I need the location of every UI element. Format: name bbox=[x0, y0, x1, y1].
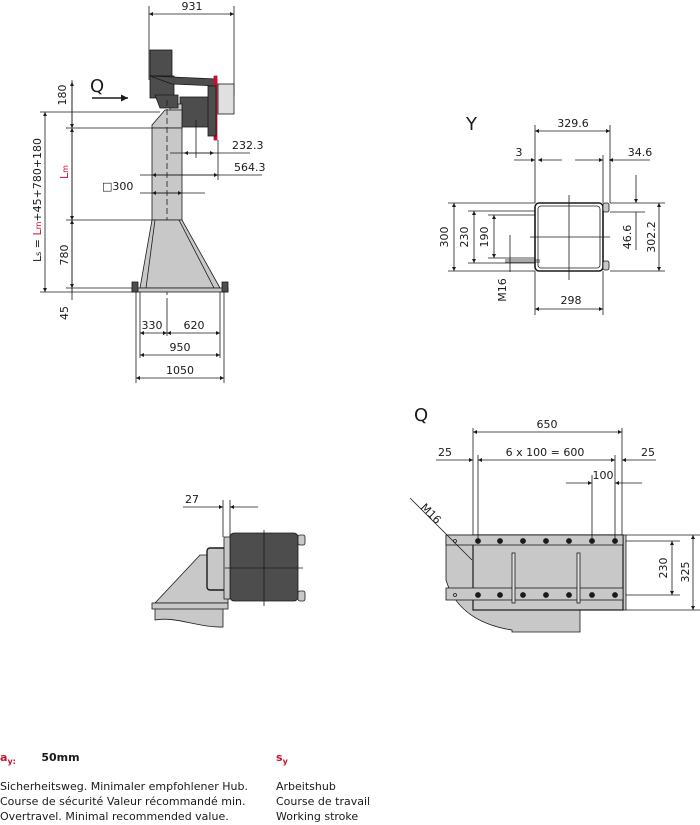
dim-34-6: 34.6 bbox=[628, 146, 653, 159]
dim-620: 620 bbox=[184, 319, 205, 332]
dim-329-6: 329.6 bbox=[557, 117, 589, 130]
y-view-labels: Y 329.6 3 34.6 300 230 190 46.6 302.2 M1… bbox=[438, 114, 658, 307]
legend-ay: ay: 50mm Sicherheitsweg. Minimaler empfo… bbox=[0, 750, 260, 824]
dim-100: 100 bbox=[593, 469, 614, 482]
side-view-labels: 931 Q 232.3 564.3 □300 180 Lm 780 45 Ls … bbox=[31, 0, 266, 377]
legend-sy-key: sy bbox=[276, 751, 288, 767]
dim-3: 3 bbox=[516, 146, 523, 159]
view-label-y: Y bbox=[465, 114, 478, 135]
dim-180: 180 bbox=[56, 85, 69, 106]
dim-45: 45 bbox=[58, 306, 71, 320]
dim-230-q: 230 bbox=[657, 558, 670, 579]
dim-780: 780 bbox=[58, 245, 71, 266]
dim-931: 931 bbox=[182, 0, 203, 13]
dim-950: 950 bbox=[170, 341, 191, 354]
legend-ay-line-de: Sicherheitsweg. Minimaler empfohlener Hu… bbox=[0, 780, 248, 794]
dim-300: 300 bbox=[438, 227, 451, 248]
dim-lm: Lm bbox=[58, 165, 71, 179]
dim-m16: M16 bbox=[496, 278, 509, 302]
view-label-q: Q bbox=[414, 405, 428, 426]
dim-27: 27 bbox=[185, 493, 199, 506]
dim-46-6: 46.6 bbox=[621, 225, 634, 250]
dim-325: 325 bbox=[679, 562, 692, 583]
dim-25-right: 25 bbox=[641, 446, 655, 459]
dim-650: 650 bbox=[537, 418, 558, 431]
side-view bbox=[40, 6, 262, 383]
legend-sy-line-en: Working stroke bbox=[276, 810, 359, 824]
legend-sy-line-fr: Course de travail bbox=[276, 795, 371, 809]
legend-sy-line-de: Arbeitshub bbox=[276, 780, 336, 794]
formula-ls: Ls = Lm+45+780+180 bbox=[31, 138, 44, 262]
legend-ay-key: ay: bbox=[0, 751, 16, 767]
dim-298: 298 bbox=[561, 294, 582, 307]
dim-564-3: 564.3 bbox=[234, 161, 266, 174]
detail-view bbox=[151, 500, 306, 628]
dim-232-3: 232.3 bbox=[232, 139, 264, 152]
q-view-labels: Q 650 25 6 x 100 = 600 25 100 M16 230 32… bbox=[414, 405, 692, 583]
legend-ay-line-en: Overtravel. Minimal recommended value. bbox=[0, 810, 229, 824]
dim-1050: 1050 bbox=[166, 364, 194, 377]
dim-330: 330 bbox=[142, 319, 163, 332]
legend-sy: sy Arbeitshub Course de travail Working … bbox=[276, 750, 476, 824]
dim-25-left: 25 bbox=[438, 446, 452, 459]
dim-190: 190 bbox=[478, 227, 491, 248]
dim-tube-300: □300 bbox=[102, 180, 133, 193]
q-view bbox=[409, 428, 700, 633]
dim-302-2: 302.2 bbox=[645, 221, 658, 253]
view-arrow-q: Q bbox=[90, 76, 104, 97]
y-view bbox=[448, 125, 665, 315]
legend-ay-line-fr: Course de sécurité Valeur récommandé min… bbox=[0, 795, 246, 809]
dim-m16-q: M16 bbox=[418, 501, 444, 527]
dim-230: 230 bbox=[458, 227, 471, 248]
legend-ay-value: 50mm bbox=[41, 751, 80, 764]
dim-pitch-600: 6 x 100 = 600 bbox=[506, 446, 585, 459]
